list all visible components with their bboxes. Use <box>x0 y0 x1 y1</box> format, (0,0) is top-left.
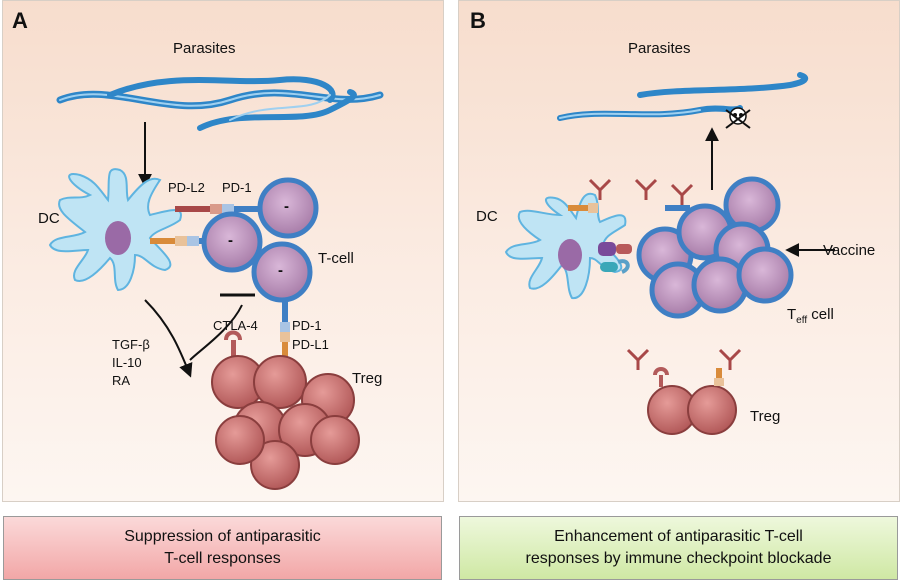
minus-sign-3: - <box>278 262 283 279</box>
caption-b-line-1: Enhancement of antiparasitic T-cell <box>554 528 803 545</box>
minus-sign-1: - <box>284 198 289 215</box>
dc-label-b: DC <box>476 208 498 225</box>
receptors-treg-b <box>653 367 724 387</box>
t-cells-a <box>201 177 319 303</box>
dc-label-a: DC <box>38 210 60 227</box>
parasites-a <box>56 76 384 131</box>
skull-icon <box>725 107 751 129</box>
treg-label-a: Treg <box>352 370 383 387</box>
caption-a-line-2: T-cell responses <box>164 550 281 567</box>
pd-1-label: PD-1 <box>292 318 322 333</box>
panel-a-letter: A <box>12 8 28 33</box>
blocking-antibodies-b <box>588 178 742 370</box>
parasites-b <box>557 72 809 121</box>
parasites-label-a: Parasites <box>173 40 236 57</box>
tgf-beta-label: TGF-β <box>112 337 150 352</box>
panel-b-letter: B <box>470 8 486 33</box>
caption-b-line-2: responses by immune checkpoint blockade <box>525 550 832 567</box>
pd-1-pd-l1-receptor-a <box>280 300 290 362</box>
vaccine-label: Vaccine <box>823 242 876 259</box>
minus-sign-2: - <box>228 232 233 249</box>
treg-label-b: Treg <box>750 408 781 425</box>
caption-a-line-1: Suppression of antiparasitic <box>124 528 321 545</box>
ctla-4-label: CTLA-4 <box>213 318 258 333</box>
treg-cluster-b <box>647 385 737 435</box>
caption-a: Suppression of antiparasitic T-cell resp… <box>3 516 442 580</box>
pd-l1-label: PD-L1 <box>292 337 329 352</box>
diagram-artwork <box>48 72 835 490</box>
dendritic-cell-a <box>48 168 182 292</box>
ctla-4-receptor-a <box>224 330 242 356</box>
caption-b: Enhancement of antiparasitic T-cell resp… <box>459 516 898 580</box>
il-10-label: IL-10 <box>112 355 142 370</box>
t-cell-label: T-cell <box>318 250 354 267</box>
treg-cluster-a <box>211 355 360 490</box>
teff-cell-label: Teff cell <box>787 306 834 326</box>
parasites-label-b: Parasites <box>628 40 691 57</box>
teff-cluster-b <box>636 176 794 319</box>
pd-1-top-label: PD-1 <box>222 180 252 195</box>
pd-l2-label: PD-L2 <box>168 180 205 195</box>
pd-l2-receptor-a <box>175 204 264 214</box>
mhc-tcr-complex-b <box>598 242 632 274</box>
dendritic-cell-b <box>504 192 627 300</box>
ra-label: RA <box>112 373 131 388</box>
